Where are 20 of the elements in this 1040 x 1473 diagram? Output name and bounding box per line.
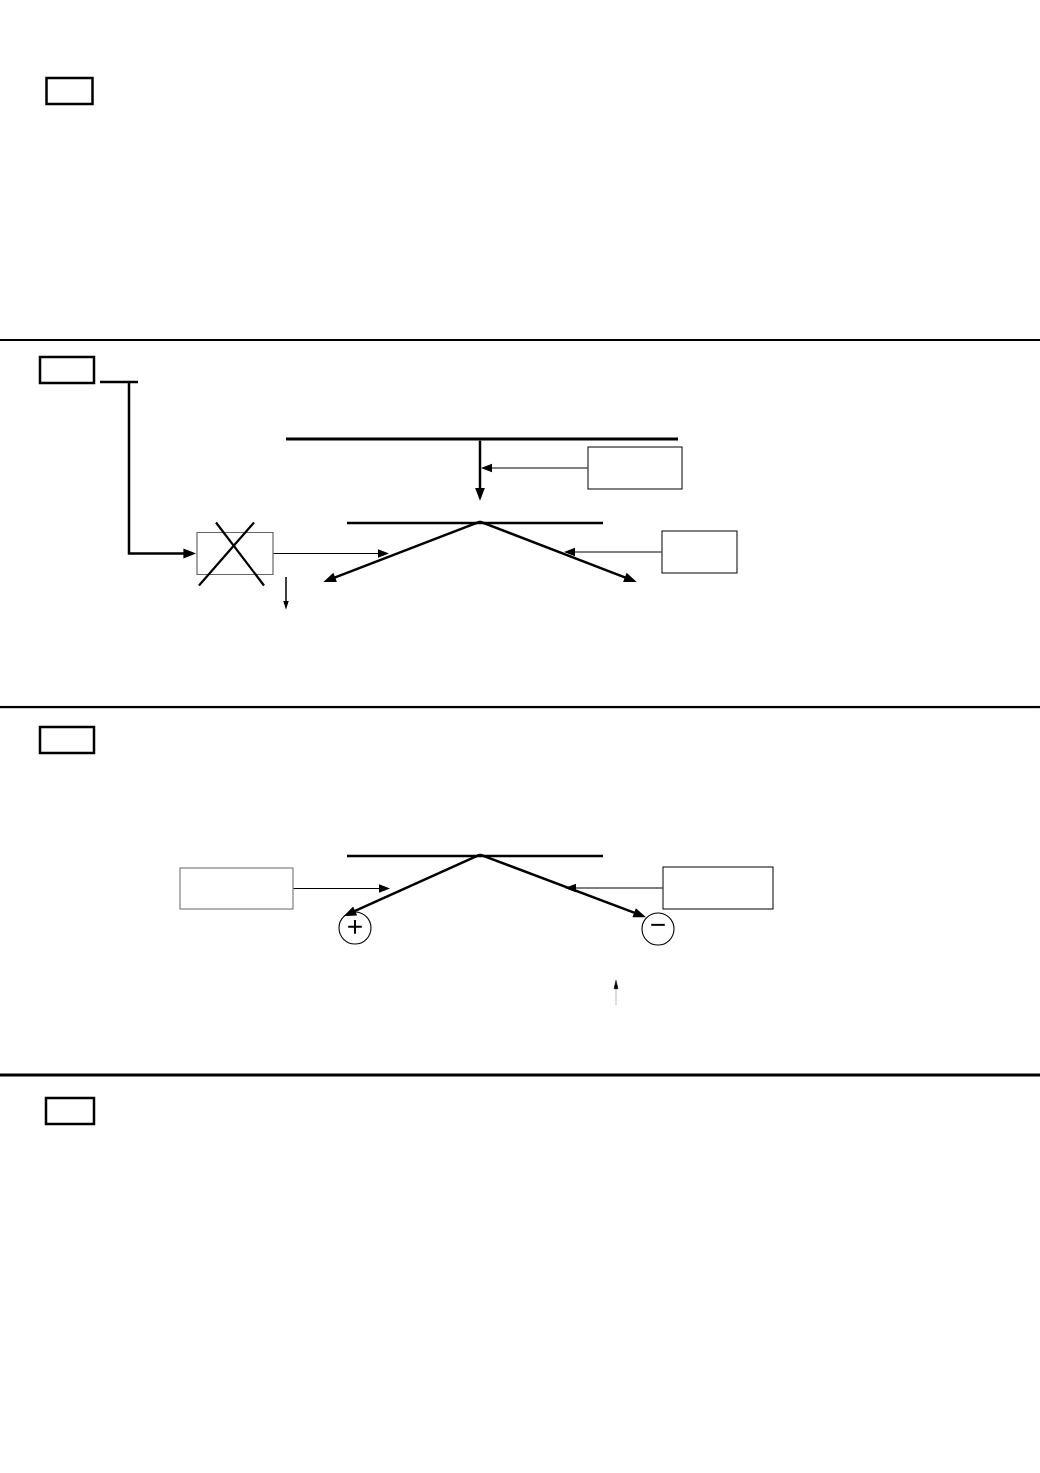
arrow — [565, 884, 663, 892]
arrow — [293, 884, 390, 893]
bar-line — [286, 437, 678, 441]
bar-line — [100, 380, 138, 384]
empty-box — [179, 867, 294, 910]
empty-box — [661, 530, 738, 574]
circled-sign: + — [338, 911, 372, 945]
frame-box — [38, 725, 96, 755]
crossed-box — [196, 521, 274, 587]
arrow — [273, 549, 389, 558]
frame-box — [38, 355, 96, 385]
bar-line — [347, 854, 603, 858]
arrow — [481, 464, 588, 472]
frame-box — [45, 76, 94, 106]
bar-line — [347, 521, 603, 525]
arrow — [564, 548, 662, 556]
empty-box — [587, 446, 683, 490]
frame-box — [44, 1096, 96, 1126]
circled-sign: − — [641, 912, 675, 946]
empty-box — [662, 866, 774, 910]
